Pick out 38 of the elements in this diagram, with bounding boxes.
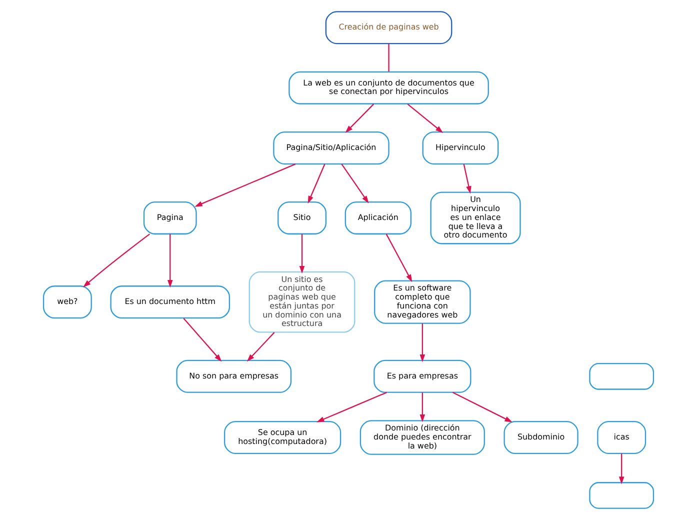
node-box: Pagina — [143, 201, 197, 234]
node-box: Subdominio — [504, 420, 578, 454]
node-box: Pagina/Sitio/Aplicación — [273, 132, 390, 165]
node-box: No son para empresas — [176, 360, 292, 393]
arrow — [308, 164, 326, 204]
arrow — [452, 392, 512, 422]
node-box: Es para empresas — [374, 360, 472, 393]
arrow — [345, 104, 374, 133]
node-box: Un hipervinculo es un enlace que te lleva a otro documento — [430, 192, 521, 244]
node-box: Es un software completo que funciona con navegadores web — [374, 280, 471, 324]
arrow — [194, 164, 296, 207]
node-box: Es un documento httm — [110, 286, 230, 319]
arrow — [420, 392, 426, 422]
node-box: Creación de paginas web — [325, 11, 452, 44]
node-box: Un sitio es conjunto de paginas web que están juntas por un dominio con una estructura — [248, 271, 356, 333]
node-box: Dominio (dirección donde puedes encontrar la web) — [360, 420, 485, 455]
arrow — [167, 234, 173, 288]
node-box — [589, 363, 654, 390]
node-box — [589, 482, 654, 509]
arrow — [618, 453, 624, 484]
arrow — [299, 234, 305, 274]
node-box: Sitio — [278, 201, 326, 234]
node-box: Hipervinculo — [422, 132, 499, 165]
node-box: La web es un conjunto de documentos que se conectan por hipervinculos — [288, 71, 489, 104]
connector — [388, 44, 390, 72]
node-box: icas — [597, 420, 646, 454]
node-box: web? — [42, 286, 92, 319]
arrow — [83, 234, 150, 288]
arrow — [386, 234, 412, 282]
arrow — [341, 164, 369, 204]
arrow — [407, 104, 444, 133]
node-box: Aplicación — [344, 201, 412, 234]
arrow — [183, 318, 222, 362]
arrow — [246, 332, 275, 362]
arrow — [463, 164, 472, 194]
arrow — [420, 324, 426, 362]
node-box: Se ocupa un hosting(computadora) — [224, 420, 342, 454]
arrow — [316, 392, 387, 422]
